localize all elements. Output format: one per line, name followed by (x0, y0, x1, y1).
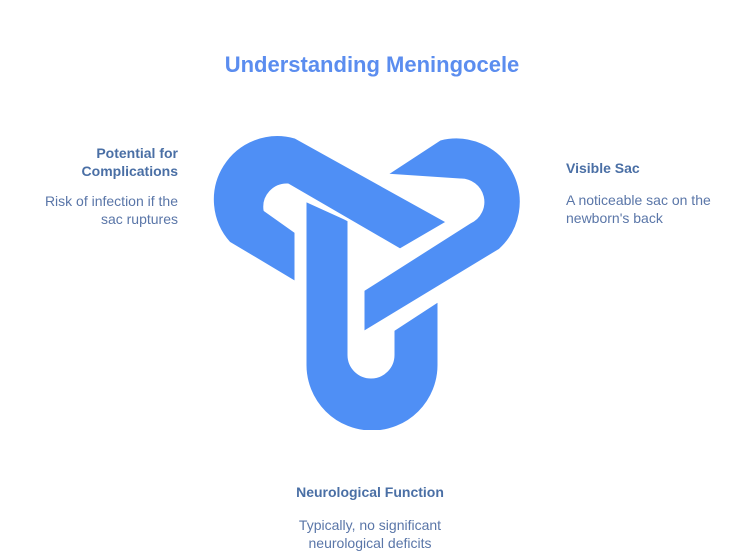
neurological-function-heading: Neurological Function (296, 484, 444, 500)
knot-band-left (210, 133, 450, 285)
neurological-function-callout: Neurological Function Typically, no sign… (260, 483, 480, 552)
complications-callout: Potential for Complications Risk of infe… (20, 144, 178, 228)
neurological-function-description: Typically, no significant neurological d… (298, 517, 442, 551)
complications-heading: Potential for Complications (81, 145, 178, 179)
knot-band-right (361, 135, 523, 335)
trefoil-knot-graphic (210, 133, 523, 430)
visible-sac-heading: Visible Sac (566, 160, 640, 176)
page-title: Understanding Meningocele (224, 52, 520, 77)
complications-description: Risk of infection if the sac ruptures (44, 193, 178, 227)
knot-band-bottom (303, 198, 441, 430)
visible-sac-description: A noticeable sac on the newborn's back (566, 192, 711, 226)
visible-sac-callout: Visible Sac A noticeable sac on the newb… (566, 159, 746, 227)
